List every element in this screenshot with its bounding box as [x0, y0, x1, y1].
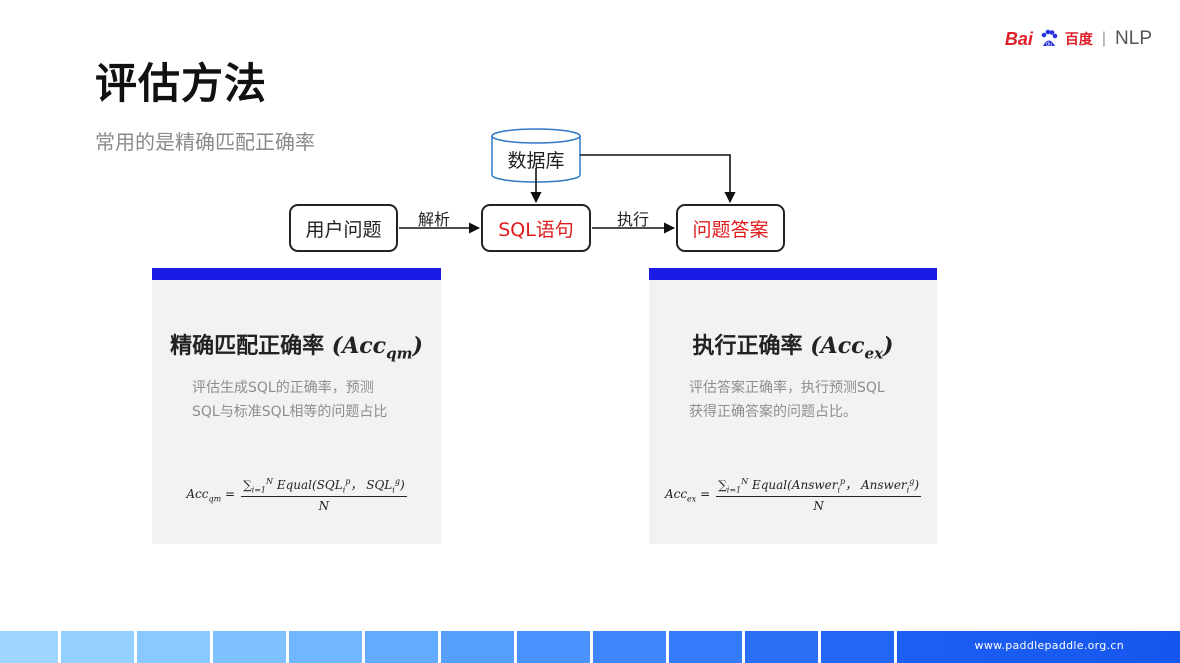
formula-lhs: Acc — [186, 486, 209, 501]
card-accent-bar — [649, 268, 937, 280]
footer-segment — [745, 631, 818, 663]
formula-fraction: ∑i=1N Equal(Answerip， Answerig) N — [716, 476, 922, 514]
formula-func: Equal(Answer — [751, 478, 838, 492]
database-cylinder-icon — [491, 128, 581, 183]
formula-sum-sub: i=1 — [726, 485, 742, 495]
baidu-paw-icon: du — [1041, 29, 1058, 48]
footer-segment — [137, 631, 210, 663]
footer-segment — [441, 631, 514, 663]
exact-match-card: 精确匹配正确率 (Accqm) 评估生成SQL的正确率，预测 SQL与标准SQL… — [152, 268, 441, 544]
footer-segment — [0, 631, 58, 663]
formula-sum: ∑ — [243, 478, 252, 492]
formula-lhs-sub: qm — [208, 493, 222, 503]
formula-numerator: ∑i=1N Equal(SQLip， SQLig) — [241, 476, 407, 498]
page-title: 评估方法 — [95, 59, 268, 108]
exact-match-formula: Accqm = ∑i=1N Equal(SQLip， SQLig) N — [152, 476, 441, 513]
formula-arg2-sup: g — [909, 477, 915, 486]
formula-arg2: Answer — [861, 478, 907, 492]
card-desc-line2: 获得正确答案的问题占比。 — [689, 404, 857, 420]
formula-eq: = — [225, 486, 236, 501]
sql-statement-box: SQL语句 — [481, 204, 591, 252]
formula-fraction: ∑i=1N Equal(SQLip， SQLig) N — [241, 476, 407, 513]
card-desc-line1: 评估生成SQL的正确率，预测 — [192, 380, 374, 396]
card-title-text: 精确匹配正确率 — [170, 334, 325, 359]
formula-sum-sup: N — [741, 477, 749, 486]
database-label: 数据库 — [507, 150, 565, 172]
formula-close: ) — [399, 478, 405, 492]
card-desc-line2: SQL与标准SQL相等的问题占比 — [192, 404, 388, 420]
card-title-text: 执行正确率 — [692, 334, 803, 359]
card-metric: Acc — [342, 333, 387, 359]
arrow-db-to-answer — [580, 154, 736, 204]
footer-segment — [365, 631, 438, 663]
footer-segment — [821, 631, 894, 663]
card-description: 评估生成SQL的正确率，预测 SQL与标准SQL相等的问题占比 — [192, 376, 387, 424]
card-title: 执行正确率 (Accex) — [692, 333, 894, 363]
formula-numerator: ∑i=1N Equal(Answerip， Answerig) — [716, 476, 922, 498]
formula-arg1-sub: i — [342, 485, 346, 495]
footer-segment — [289, 631, 362, 663]
footer-url: www.paddlepaddle.org.cn — [974, 639, 1124, 652]
card-metric-sub: qm — [386, 344, 413, 363]
card-metric: Acc — [820, 333, 865, 359]
formula-comma: ， — [845, 478, 858, 492]
formula-arg2: SQL — [366, 478, 393, 492]
logo-baidu-name: 百度 — [1064, 31, 1093, 47]
footer-banner — [0, 631, 1180, 663]
formula-arg2-sub: i — [392, 485, 395, 495]
formula-sum-sub: i=1 — [251, 485, 266, 495]
logo-nlp-text: NLP — [1115, 28, 1152, 49]
formula-comma: ， — [350, 478, 363, 492]
card-desc-line1: 评估答案正确率，执行预测SQL — [689, 380, 885, 396]
formula-arg2-sup: g — [394, 477, 400, 486]
formula-lhs: Acc — [664, 486, 688, 501]
execution-accuracy-card: 执行正确率 (Accex) 评估答案正确率，执行预测SQL 获得正确答案的问题占… — [649, 268, 937, 544]
logo-bai-text: Bai — [1004, 28, 1033, 49]
card-title: 精确匹配正确率 (Accqm) — [170, 333, 423, 363]
card-accent-bar — [152, 268, 441, 280]
formula-denominator: N — [813, 499, 824, 514]
formula-lhs-sub: ex — [687, 493, 697, 503]
formula-arg1-sup: p — [840, 477, 846, 486]
formula-arg1-sup: p — [345, 477, 351, 486]
formula-eq: = — [700, 486, 711, 501]
parse-label: 解析 — [418, 210, 451, 229]
formula-sum-sup: N — [266, 477, 273, 486]
execution-formula: Accex = ∑i=1N Equal(Answerip， Answerig) … — [649, 476, 937, 513]
footer-segment — [213, 631, 286, 663]
card-metric-sub: ex — [864, 344, 884, 363]
formula-arg1-sub: i — [837, 485, 841, 495]
exec-label: 执行 — [617, 210, 650, 229]
user-question-box: 用户问题 — [289, 204, 398, 252]
logo-separator: | — [1101, 30, 1107, 47]
formula-denominator: N — [318, 499, 330, 514]
page-subtitle: 常用的是精确匹配正确率 — [95, 130, 315, 154]
footer-segment — [61, 631, 134, 663]
footer-segment — [669, 631, 742, 663]
footer-segment — [593, 631, 666, 663]
formula-arg2-sub: i — [906, 485, 910, 495]
footer-segment — [517, 631, 590, 663]
logo-du-text: du — [1046, 42, 1052, 48]
formula-func: Equal(SQL — [276, 478, 343, 492]
answer-box: 问题答案 — [676, 204, 785, 252]
footer-segment — [897, 631, 1180, 663]
card-description: 评估答案正确率，执行预测SQL 获得正确答案的问题占比。 — [689, 376, 885, 424]
formula-sum: ∑ — [718, 478, 727, 492]
baidu-nlp-logo: Bai du 百度 | NLP — [1005, 28, 1152, 50]
formula-close: ) — [914, 478, 920, 492]
